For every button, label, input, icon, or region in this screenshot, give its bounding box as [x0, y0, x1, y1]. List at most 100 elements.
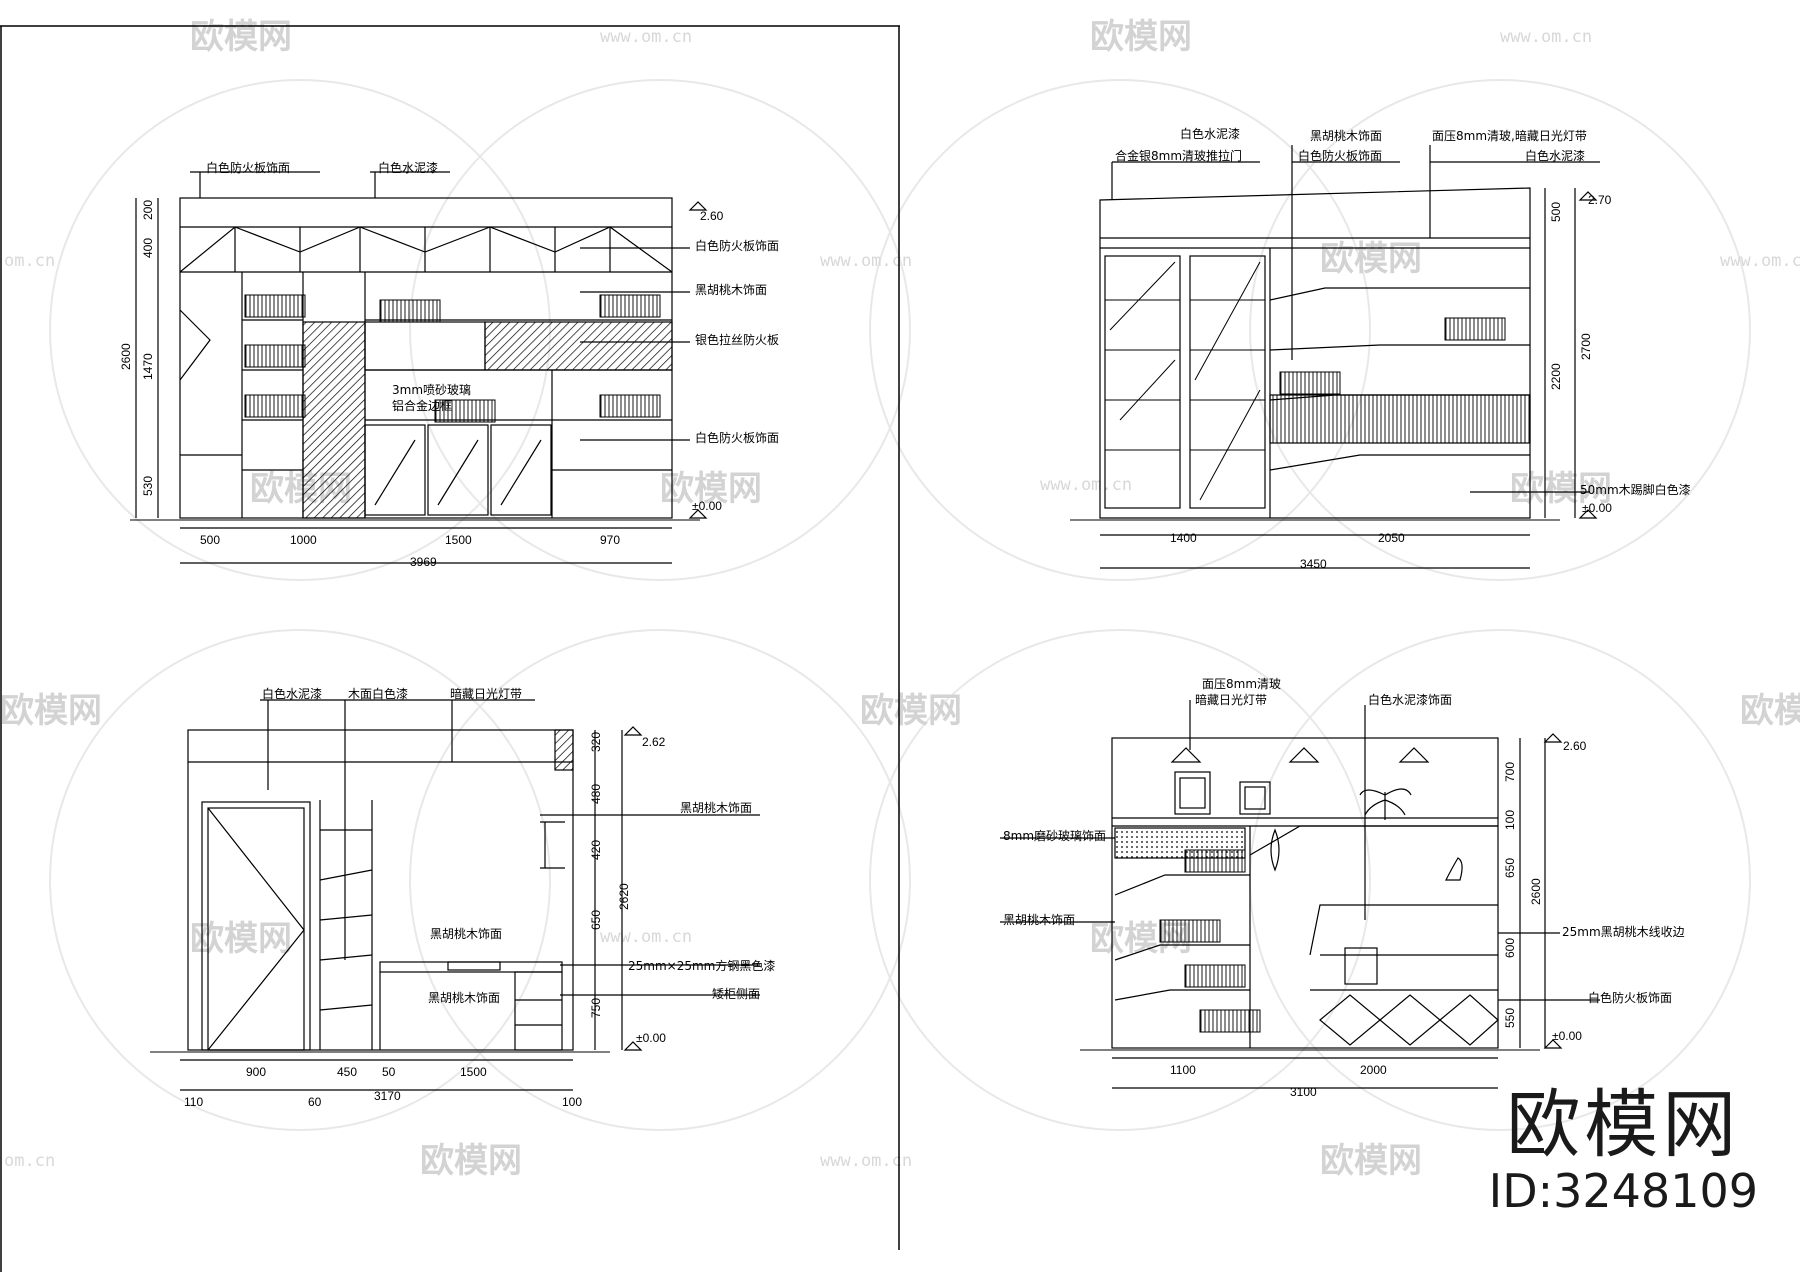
dim-label: 480: [589, 784, 603, 804]
note: 黑胡桃木饰面: [428, 990, 500, 1005]
level-mark: 2.60: [1563, 739, 1587, 753]
level-mark: 2.62: [642, 735, 666, 749]
elevation-d-labels: 面压8mm清玻 暗藏日光灯带 白色水泥漆饰面 8mm磨砂玻璃饰面 黑胡桃木饰面 …: [1003, 677, 1685, 1099]
note: 面压8mm清玻: [1202, 677, 1281, 691]
note: 黑胡桃木饰面: [1003, 912, 1075, 927]
note: 银色拉丝防火板: [695, 332, 779, 347]
note: 白色防火板饰面: [1588, 990, 1672, 1005]
watermark-brand: 欧模网: [1090, 17, 1192, 57]
note: 黑胡桃木饰面: [680, 800, 752, 815]
dim-label: 320: [589, 732, 603, 752]
dim-label: 2600: [119, 343, 133, 370]
dim-label: 2050: [1378, 531, 1405, 545]
watermark-brand: 欧模网: [860, 691, 962, 731]
elevation-d: [1000, 700, 1600, 1089]
dim-total: 3100: [1290, 1085, 1317, 1099]
dim-label: 60: [308, 1095, 322, 1109]
dim-total: 3170: [374, 1089, 401, 1103]
dim-label: 500: [1549, 202, 1563, 222]
watermark-url: om.cn: [4, 251, 55, 271]
dim-label: 100: [562, 1095, 582, 1109]
watermark-url: www.om.cn: [1500, 27, 1592, 47]
dim-label: 2000: [1360, 1063, 1387, 1077]
elevation-c-labels: 白色水泥漆 木面白色漆 暗藏日光灯带 黑胡桃木饰面 25mm×25mm方钢黑色漆…: [184, 686, 775, 1109]
dim-label: 1100: [1170, 1063, 1196, 1077]
dim-total: 3450: [1300, 557, 1327, 571]
dim-label: 1400: [1170, 531, 1197, 545]
note: 8mm磨砂玻璃饰面: [1003, 829, 1106, 843]
elevation-b-labels: 白色水泥漆 合金银8mm清玻推拉门 黑胡桃木饰面 白色防火板饰面 面压8mm清玻…: [1115, 126, 1691, 571]
note: 黑胡桃木饰面: [1310, 128, 1382, 143]
dim-label: 750: [589, 998, 603, 1018]
watermark-url: www.om.cn: [600, 27, 692, 47]
dim-label: 1500: [445, 533, 472, 547]
note: 黑胡桃木饰面: [695, 282, 767, 297]
dim-label: 600: [1503, 938, 1517, 958]
note: 50mm木踢脚白色漆: [1580, 482, 1691, 497]
dim-label: 2700: [1579, 333, 1593, 360]
watermark-brand: 欧模网: [1740, 691, 1800, 731]
level-mark: ±0.00: [1582, 501, 1612, 515]
level-mark: 2.60: [700, 209, 724, 223]
dim-label: 2600: [1529, 878, 1543, 905]
watermark-brand: 欧模网: [1320, 1141, 1422, 1181]
note: 木面白色漆: [348, 686, 408, 701]
elevation-c: [150, 699, 760, 1091]
dim-label: 530: [141, 476, 155, 496]
note: 白色水泥漆: [1525, 148, 1585, 163]
note: 黑胡桃木饰面: [430, 926, 502, 941]
watermark-brand: 欧模网: [420, 1141, 522, 1181]
note: 25mm黑胡桃木线收边: [1562, 924, 1685, 939]
watermark-brand: 欧模网: [1510, 469, 1612, 509]
dim-label: 650: [589, 910, 603, 930]
watermark-brand: 欧模网: [1320, 239, 1422, 279]
dim-label: 650: [1503, 858, 1517, 878]
level-mark: ±0.00: [692, 499, 722, 513]
dim-label: 900: [246, 1065, 266, 1079]
dim-label: 420: [589, 840, 603, 860]
brand-badge: 欧模网 ID:3248109: [1489, 1088, 1758, 1222]
dim-label: 700: [1503, 762, 1517, 782]
dim-label: 2200: [1549, 363, 1563, 390]
note: 白色防火板饰面: [695, 238, 779, 253]
note: 矮柜侧面: [712, 987, 760, 1001]
elevation-a: [130, 171, 708, 564]
dim-label: 200: [141, 200, 155, 220]
note: 白色水泥漆饰面: [1368, 692, 1452, 707]
elevation-a-labels: 白色防火板饰面 白色水泥漆 白色防火板饰面 黑胡桃木饰面 银色拉丝防火板 白色防…: [119, 160, 779, 569]
dim-label: 970: [600, 533, 620, 547]
dim-label: 400: [141, 238, 155, 258]
level-mark: 2.70: [1588, 193, 1612, 207]
dim-label: 1470: [141, 353, 155, 380]
note: 3mm喷砂玻璃: [392, 383, 471, 397]
dim-label: 110: [184, 1095, 203, 1109]
dim-label: 450: [337, 1065, 357, 1079]
model-id: ID:3248109: [1488, 1164, 1758, 1218]
note: 铝合金边框: [392, 398, 452, 413]
note: 合金银8mm清玻推拉门: [1115, 148, 1242, 163]
watermark-url: om.cn: [4, 1151, 55, 1171]
watermark-url: www.om.cn: [600, 927, 692, 947]
dim-label: 50: [382, 1065, 396, 1079]
dim-label: 1000: [290, 533, 317, 547]
note: 暗藏日光灯带: [450, 686, 522, 701]
note: 面压8mm清玻,暗藏日光灯带: [1432, 128, 1587, 143]
note: 白色水泥漆: [378, 160, 438, 175]
elevation-b: [1070, 145, 1600, 569]
dim-label: 1500: [460, 1065, 487, 1079]
brand-logo: 欧模网: [1506, 1082, 1741, 1168]
level-mark: ±0.00: [1552, 1029, 1582, 1043]
watermark-url: www.om.cn: [820, 1151, 912, 1171]
note: 白色防火板饰面: [206, 160, 290, 175]
watermark-layer: 欧模网 www.om.cn 欧模网 www.om.cn om.cn www.om…: [0, 17, 1800, 1181]
top-band-pattern: [179, 226, 673, 273]
level-mark: ±0.00: [636, 1031, 666, 1045]
dim-total: 3969: [410, 555, 437, 569]
dim-label: 550: [1503, 1008, 1517, 1028]
dim-label: 500: [200, 533, 220, 547]
watermark-url: www.om.cn: [1720, 251, 1800, 271]
note: 白色防火板饰面: [695, 430, 779, 445]
watermark-brand: 欧模网: [660, 469, 762, 509]
dim-label: 2620: [617, 883, 631, 910]
